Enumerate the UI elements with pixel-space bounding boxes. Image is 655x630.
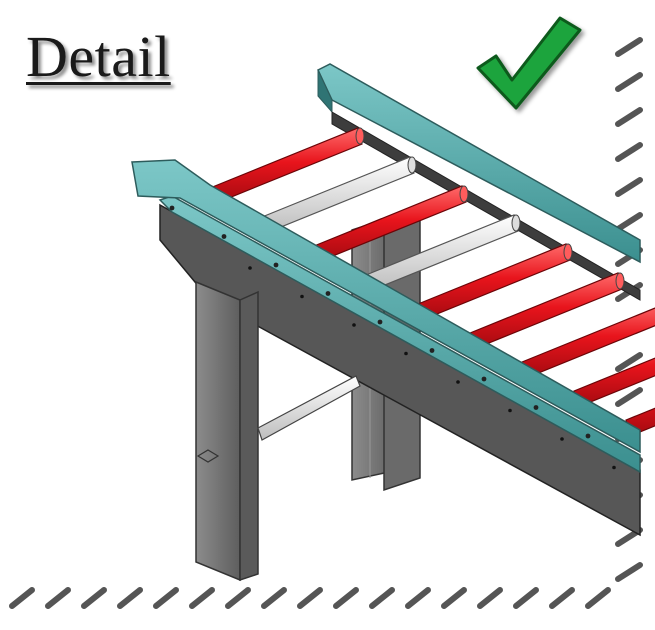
break-mark (615, 72, 643, 92)
bolt (273, 262, 279, 268)
roller-end-cap (355, 127, 365, 145)
break-mark (225, 587, 251, 609)
break-mark (513, 587, 539, 609)
break-mark (615, 107, 643, 127)
bolt (560, 437, 564, 441)
frame-bolts (169, 205, 616, 470)
roller-end-cap (407, 156, 417, 174)
roller-end-cap (511, 214, 521, 232)
bolt (481, 376, 487, 382)
leg-mount-mark (196, 449, 220, 463)
roller-end-cap (459, 185, 469, 203)
check-mark-icon (476, 16, 582, 110)
roller-end-cap (615, 272, 625, 290)
break-line-bottom (9, 587, 611, 609)
break-mark (333, 587, 359, 609)
roller-end-cap (563, 243, 573, 261)
bolt (300, 294, 304, 299)
break-mark (297, 587, 323, 609)
break-mark (441, 587, 467, 609)
bolt (404, 351, 408, 356)
bolt (325, 291, 331, 296)
bolt (508, 408, 512, 413)
bolt (533, 405, 539, 410)
break-mark (615, 177, 643, 197)
break-mark (81, 587, 107, 609)
bolt (612, 465, 616, 470)
bolt (352, 323, 356, 327)
bolt (377, 319, 383, 325)
break-mark (117, 587, 143, 609)
break-mark (477, 587, 503, 609)
front-side-frame (131, 159, 641, 537)
break-mark (615, 352, 643, 372)
break-mark (615, 142, 643, 162)
bolt (429, 348, 435, 353)
bolt (456, 380, 460, 384)
bolt (169, 205, 175, 211)
break-mark (615, 562, 643, 582)
bolt (248, 266, 252, 270)
roller (469, 272, 625, 350)
break-mark (369, 587, 395, 609)
break-mark (45, 587, 71, 609)
bolt (585, 433, 591, 439)
front-leg (195, 280, 259, 582)
break-mark (405, 587, 431, 609)
bolt (221, 234, 227, 239)
break-mark (189, 587, 215, 609)
cross-brace (257, 375, 361, 441)
break-mark (153, 587, 179, 609)
break-mark (615, 387, 643, 407)
roller-set (209, 127, 655, 437)
break-mark (585, 587, 611, 609)
break-mark (615, 37, 643, 57)
break-mark (615, 212, 643, 232)
break-mark (261, 587, 287, 609)
break-mark (9, 587, 35, 609)
page-title: Detail (26, 24, 171, 89)
break-mark (549, 587, 575, 609)
